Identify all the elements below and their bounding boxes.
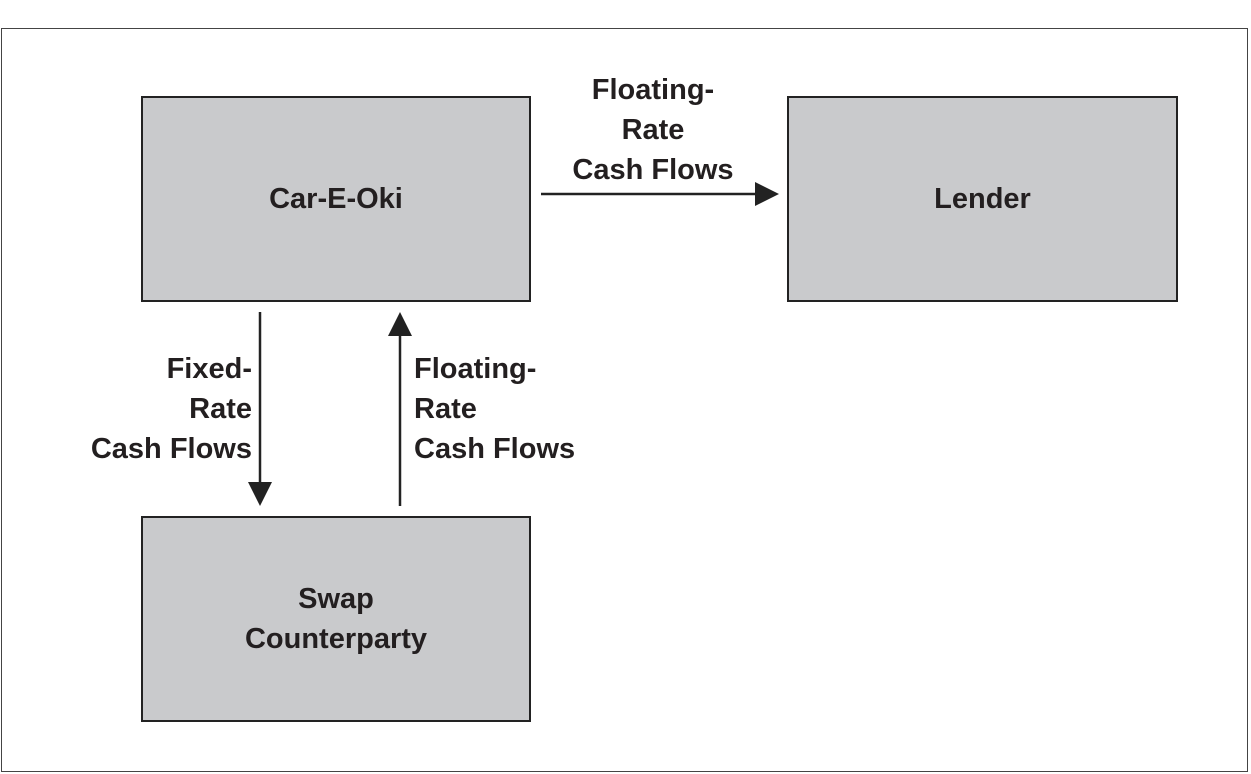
arrow-car-to-swap <box>248 312 272 506</box>
diagram-frame <box>1 28 1248 772</box>
swap-counterparty-node: Swap Counterparty <box>141 516 531 722</box>
edge-label-car-to-swap: Fixed- Rate Cash Flows <box>90 353 252 465</box>
arrow-swap-to-car <box>388 312 412 506</box>
car-e-oki-label: Car-E-Oki <box>269 183 403 215</box>
edge-label-car-to-lender: Floating- Rate Cash Flows <box>572 74 734 186</box>
arrow-car-to-lender <box>541 182 779 206</box>
lender-label: Lender <box>934 183 1031 215</box>
swap-counterparty-label: Swap Counterparty <box>244 583 428 655</box>
car-e-oki-node: Car-E-Oki <box>141 96 531 302</box>
edge-label-swap-to-car: Floating- Rate Cash Flows <box>414 353 576 465</box>
lender-node: Lender <box>787 96 1178 302</box>
